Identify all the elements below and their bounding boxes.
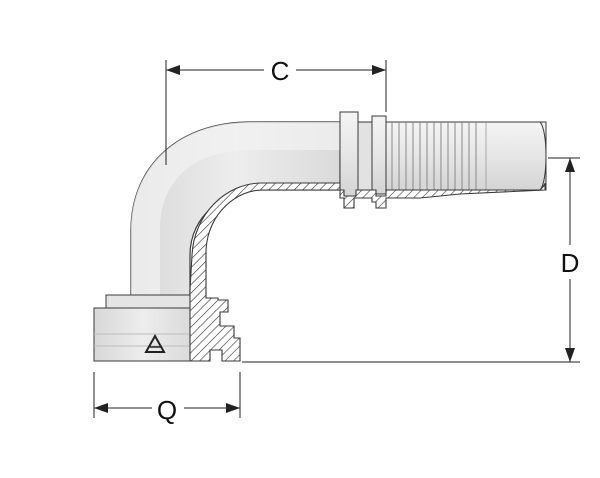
flange [93,294,193,362]
collar-ring-2 [371,115,387,195]
dimension-q-label: Q [157,395,177,425]
pipe-highlight [131,122,340,298]
cross-section-hatch [189,182,546,362]
collar-neck [357,121,373,191]
dimension-d [242,157,584,363]
serrated-stem [385,121,547,191]
dimension-c-label: C [271,56,290,86]
collar-ring-1 [339,111,359,197]
dimension-d-label: D [561,248,580,278]
dimension-c [165,55,387,165]
brand-logo-icon [144,333,166,353]
dimension-q [93,372,241,425]
